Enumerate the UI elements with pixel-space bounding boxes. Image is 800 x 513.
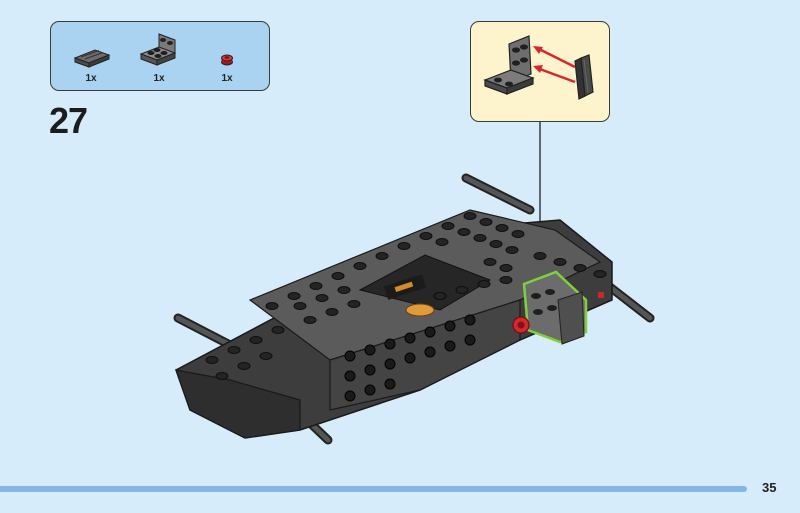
footer-bar [0, 486, 747, 492]
part-qty: 1x [85, 73, 97, 84]
new-bracket-part [522, 270, 588, 345]
part-qty: 1x [221, 73, 233, 84]
dark-grey-angle-bracket-icon [139, 33, 177, 66]
dark-grey-plate-with-rail-icon [73, 49, 111, 68]
parts-list-box: 1x 1x 1x [50, 21, 270, 91]
stud-grid [205, 212, 607, 380]
part-item-1: 1x [61, 28, 121, 88]
chassis-body [175, 209, 613, 439]
red-round-plate-icon [221, 54, 233, 66]
part-item-2: 1x [129, 28, 189, 88]
part-qty: 1x [153, 73, 165, 84]
red-round-plate [512, 316, 530, 334]
side-studs [344, 314, 476, 402]
bracket-attach-arrows-icon [483, 35, 594, 100]
step-number: 27 [49, 100, 88, 141]
rear-light [598, 292, 604, 298]
sub-assembly-callout [470, 21, 610, 122]
part-item-3: 1x [197, 28, 257, 88]
page-number: 35 [762, 480, 777, 495]
